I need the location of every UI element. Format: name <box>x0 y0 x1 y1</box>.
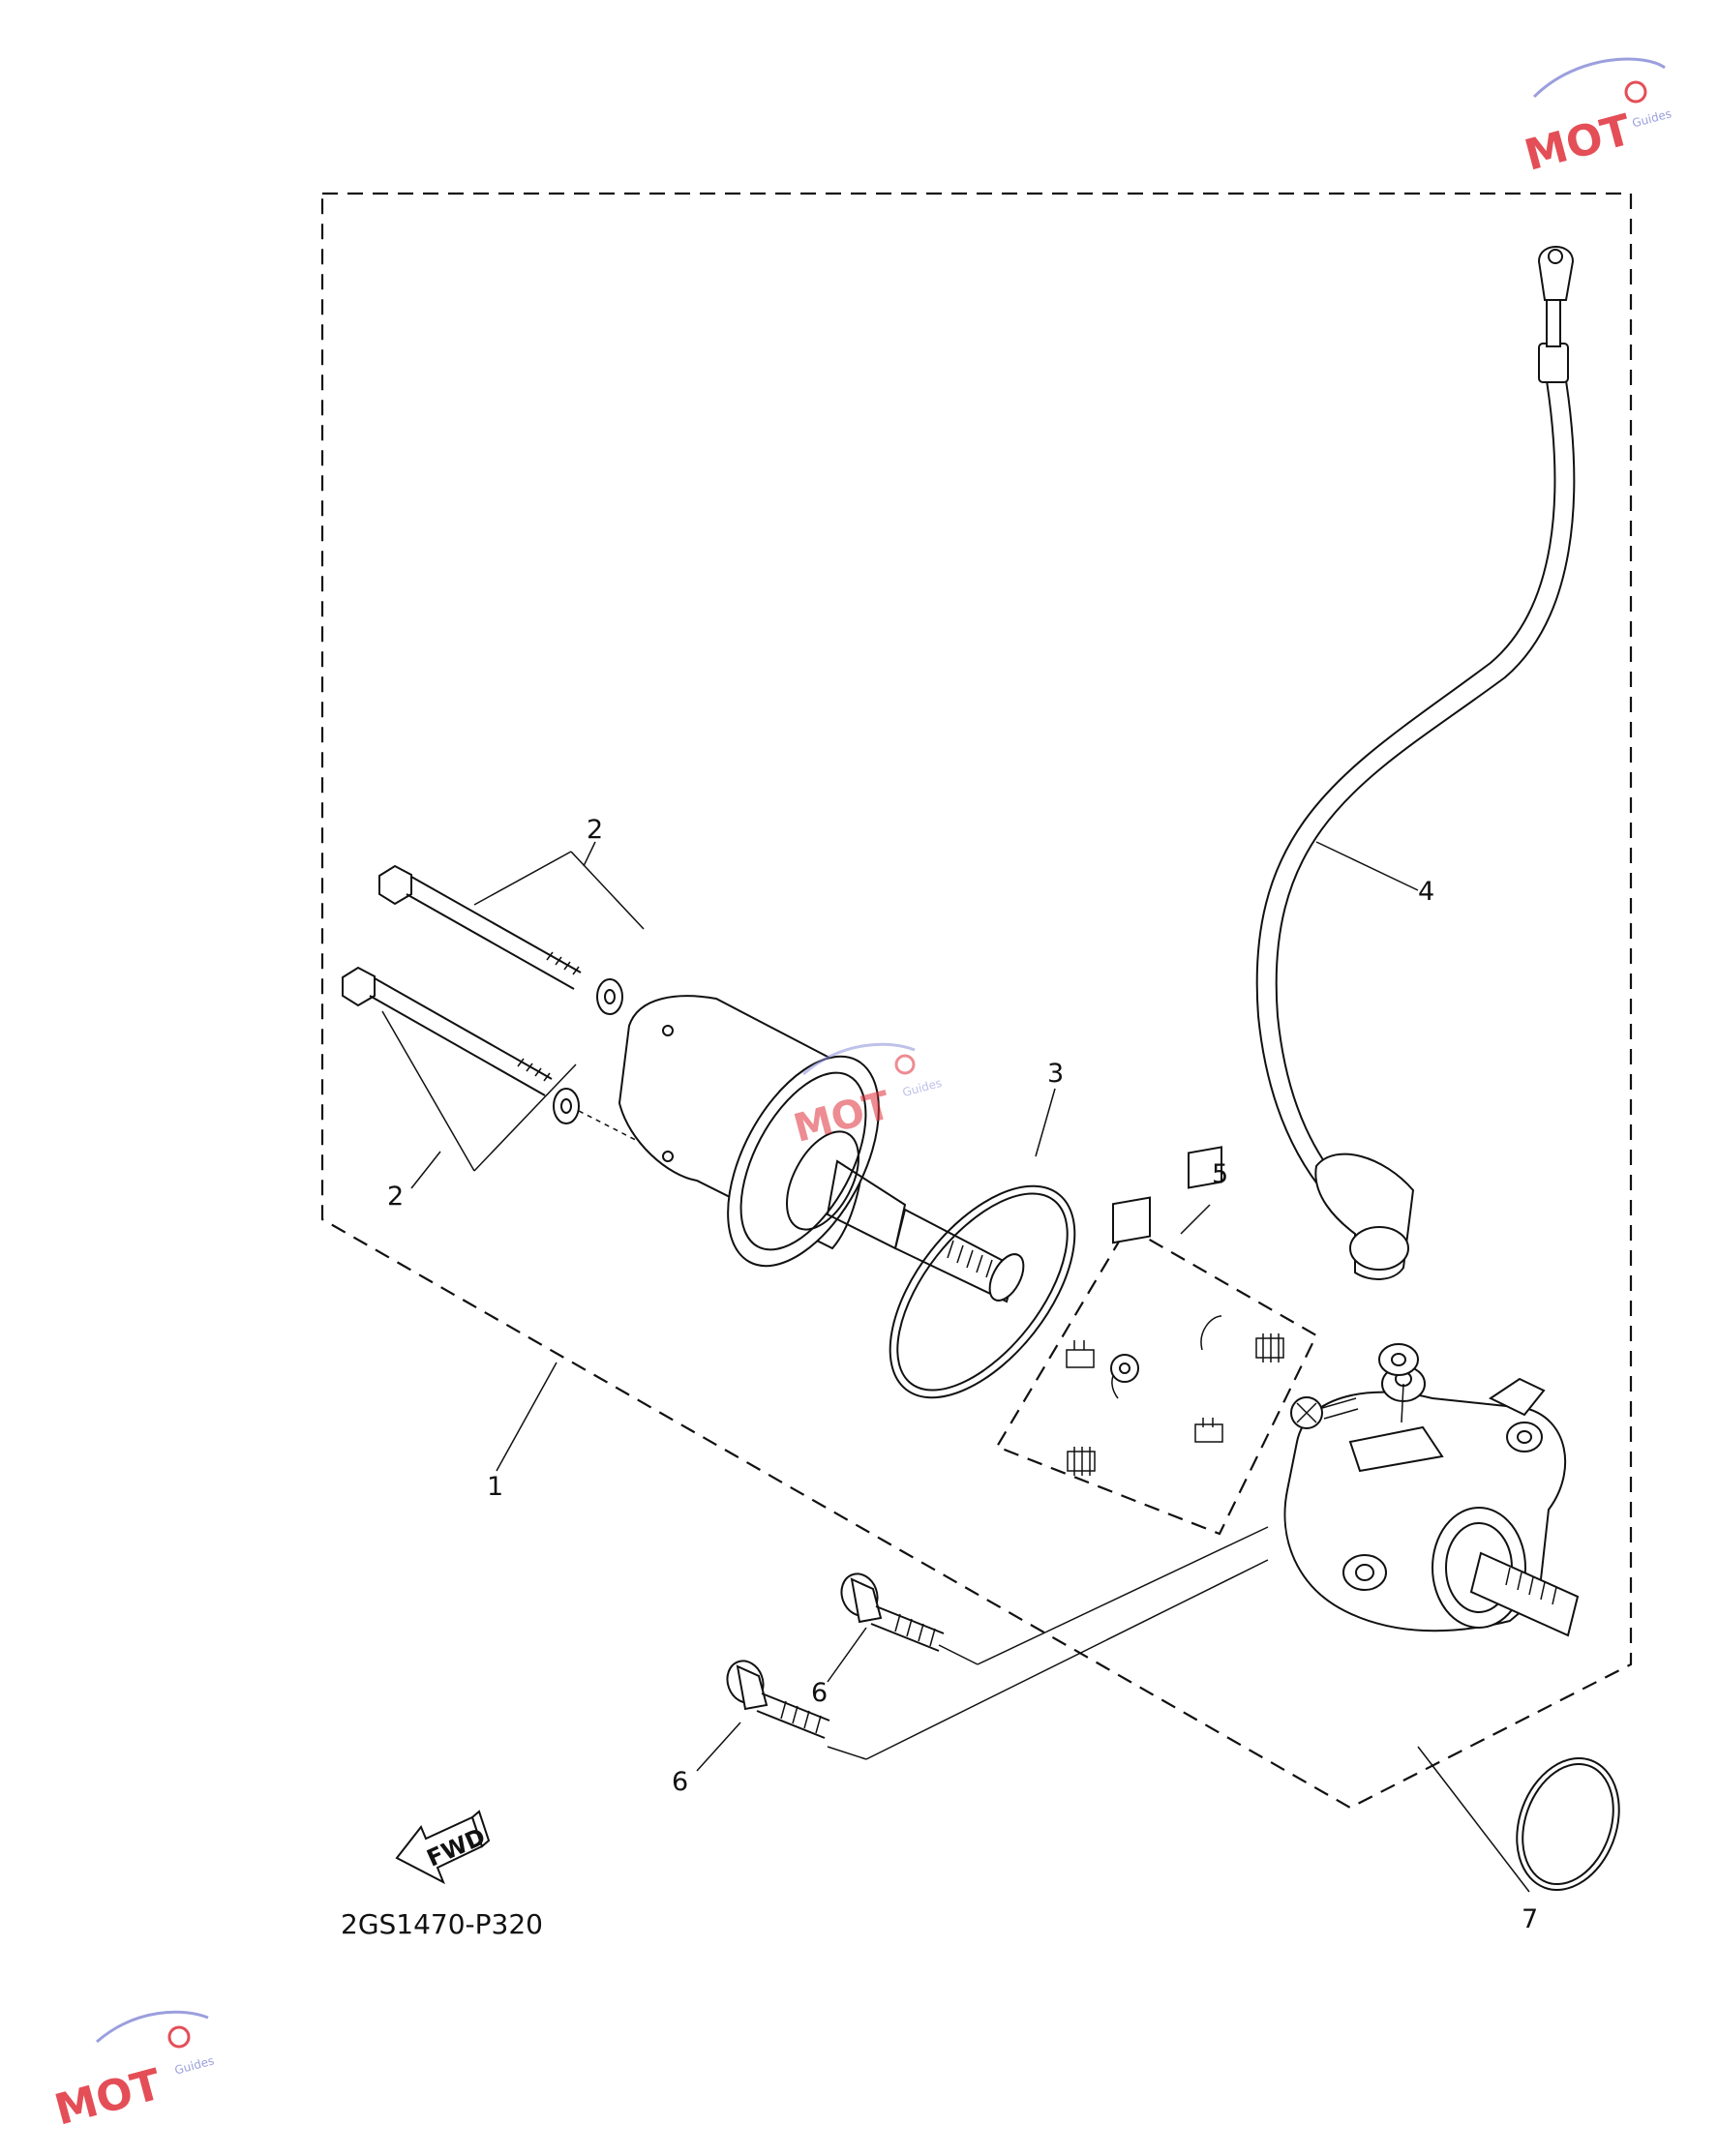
bolt-axis-line <box>578 1110 669 1157</box>
svg-text:Guides: Guides <box>901 1076 944 1099</box>
o-ring-part-7 <box>1516 1757 1620 1891</box>
callout-part-2-bottom: 2 <box>387 1182 404 1212</box>
callout-part-7: 7 <box>1522 1904 1538 1934</box>
o-ring-part-3 <box>889 1184 1076 1399</box>
callout-part-1: 1 <box>487 1472 503 1502</box>
front-cover-housing <box>1283 1365 1580 1637</box>
diagram-code: 2GS1470-P320 <box>341 1908 543 1940</box>
svg-text:MOT: MOT <box>49 2060 166 2136</box>
terminal-screw <box>1290 1396 1359 1429</box>
bolt-part-6-top <box>840 1572 945 1652</box>
part-2-bottom-bracket <box>381 1010 577 1189</box>
watermark-logo-top: MOT Guides <box>1520 57 1673 181</box>
washer-top <box>596 978 623 1015</box>
starter-cable <box>1255 246 1576 1280</box>
long-bolt-bottom <box>342 966 553 1096</box>
callout-part-2-top: 2 <box>587 815 603 845</box>
leader-lines <box>496 841 1530 1893</box>
callout-part-6-top: 6 <box>811 1678 828 1708</box>
assembly-boundary <box>320 192 1633 1810</box>
washer-bottom <box>553 1088 580 1124</box>
callout-part-3: 3 <box>1047 1059 1064 1089</box>
long-bolt-top <box>378 864 582 990</box>
terminal-washer <box>1378 1343 1419 1376</box>
callout-part-5: 5 <box>1212 1159 1228 1189</box>
bolt-part-6-bottom <box>726 1660 830 1739</box>
fwd-arrow-icon <box>395 1810 491 1885</box>
starter-motor <box>618 995 1025 1303</box>
svg-text:MOT: MOT <box>1520 105 1637 181</box>
part-2-top-bracket <box>473 841 645 930</box>
svg-text:Guides: Guides <box>173 2053 216 2077</box>
watermark-logo-bottom: MOT Guides <box>49 2010 216 2136</box>
callout-part-6-bottom: 6 <box>672 1767 688 1797</box>
svg-text:Guides: Guides <box>1631 106 1673 130</box>
brush-set-parts <box>1066 1146 1284 1476</box>
callout-part-4: 4 <box>1418 877 1434 907</box>
brush-set-group <box>995 1225 1318 1536</box>
